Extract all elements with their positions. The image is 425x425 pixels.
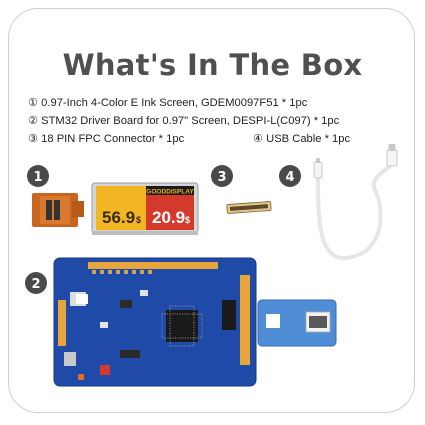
fpc-flex-cable-image [32, 193, 84, 227]
badge-number: 2 [31, 277, 40, 292]
badge-number: 1 [33, 170, 42, 185]
badge-circle [279, 165, 301, 187]
stm32-driver-board-image [53, 257, 257, 387]
item-line-3: ③ 18 PIN FPC Connector * 1pc [28, 132, 184, 145]
eink-screen-image: GOODDISPLAY 56.9 $ 20.9 $ [91, 182, 199, 235]
badge-3: 3 [211, 165, 233, 187]
item-line-2: ② STM32 Driver Board for 0.97" Screen, D… [28, 114, 339, 127]
item-line-1: ① 0.97-Inch 4-Color E Ink Screen, GDEM00… [28, 96, 307, 109]
item-text: USB Cable * 1pc [266, 133, 351, 145]
item-text: 0.97-Inch 4-Color E Ink Screen, GDEM0097… [41, 97, 308, 109]
fpc-connector-image [226, 201, 272, 214]
screen-right-unit: $ [185, 215, 190, 225]
page-title: What's In The Box [62, 48, 363, 82]
badge-1: 1 [27, 165, 49, 187]
badge-4: 4 [279, 165, 301, 187]
usb-cable-image [313, 144, 398, 261]
badge-circle [211, 165, 233, 187]
item-marker: ② [28, 115, 39, 127]
item-marker: ③ [28, 133, 39, 145]
item-text: 18 PIN FPC Connector * 1pc [41, 133, 185, 145]
screen-left-unit: $ [136, 215, 141, 225]
item-text: STM32 Driver Board for 0.97" Screen, DES… [41, 115, 340, 127]
item-marker: ④ [253, 133, 264, 145]
adapter-board-image [257, 299, 337, 347]
badge-circle [27, 165, 49, 187]
badge-number: 4 [285, 170, 294, 185]
badge-2: 2 [25, 272, 47, 294]
badge-circle [25, 272, 47, 294]
screen-left-value: 56.9 [102, 208, 135, 227]
badge-number: 3 [217, 170, 226, 185]
screen-right-value: 20.9 [152, 208, 185, 227]
item-line-4: ④ USB Cable * 1pc [253, 132, 350, 145]
screen-brand: GOODDISPLAY [146, 189, 194, 196]
item-marker: ① [28, 97, 39, 109]
